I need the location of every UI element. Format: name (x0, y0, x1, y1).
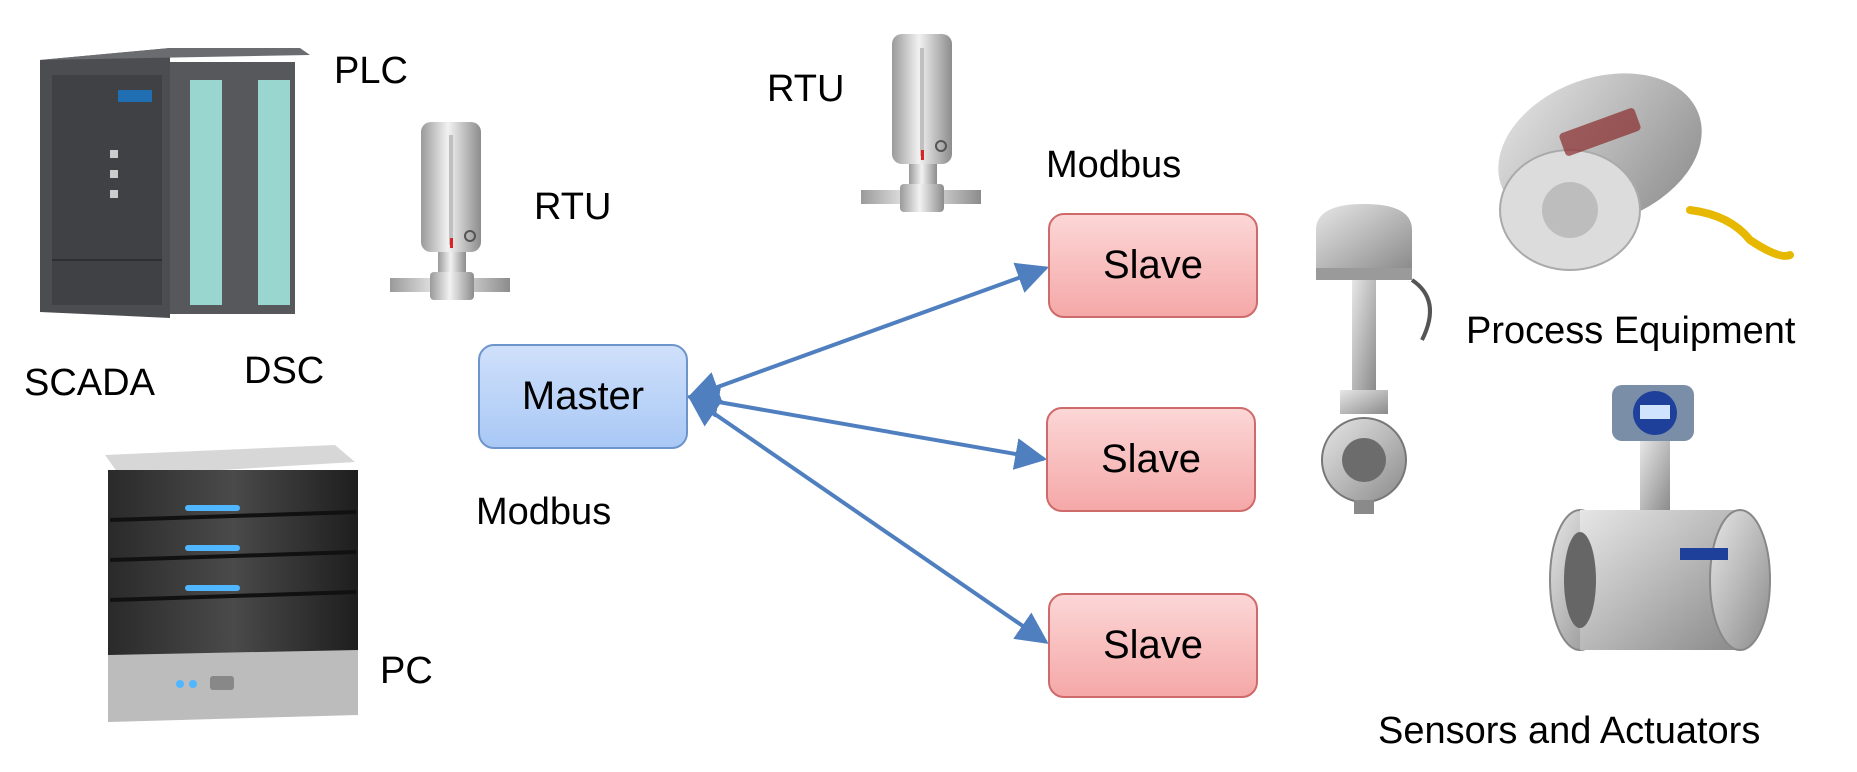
label-process-equipment: Process Equipment (1466, 310, 1796, 352)
plc-rack-image (40, 48, 310, 318)
control-valve-image (1316, 204, 1432, 514)
master-node: Master (478, 344, 688, 449)
label-modbus-master: Modbus (476, 491, 612, 533)
proscan-sensor-image (1498, 73, 1794, 271)
arrow-master-slave-2 (686, 386, 1048, 470)
rtu-left-image (390, 122, 510, 300)
label-sensors-actuators: Sensors and Actuators (1378, 710, 1761, 752)
label-pc: PC (380, 650, 433, 692)
slave-node-1: Slave (1048, 213, 1258, 318)
arrow-master-slave-1 (686, 262, 1050, 403)
label-rtu-top: RTU (767, 68, 845, 110)
rtu-top-image (861, 34, 981, 212)
label-modbus-slaves: Modbus (1046, 144, 1182, 186)
arrow-master-slave-3 (687, 395, 1049, 644)
label-plc: PLC (334, 50, 408, 92)
pc-server-image (105, 445, 358, 722)
slave-node-2: Slave (1046, 407, 1256, 512)
label-dsc: DSC (244, 350, 325, 392)
label-scada: SCADA (24, 362, 155, 404)
label-rtu-left: RTU (534, 186, 612, 228)
vortex-flowmeter-image (1549, 385, 1771, 651)
slave-node-3: Slave (1048, 593, 1258, 698)
